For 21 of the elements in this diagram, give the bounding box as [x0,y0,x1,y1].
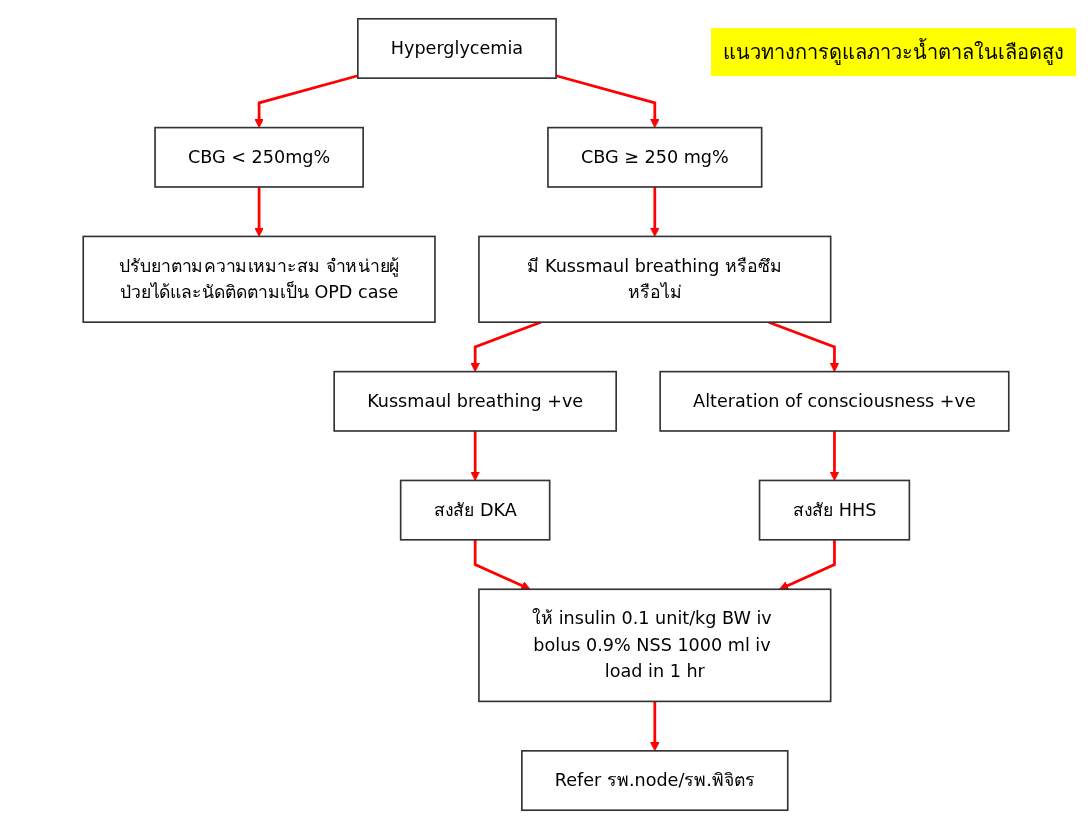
node-box: ให้ insulin 0.1 unit/kg BW iv bolus 0.9% NSS 1000 ml iv load in 1 hr [478,588,832,703]
arrow [254,74,359,129]
node-box: Hyperglycemia [357,17,557,79]
node-box: สงสัย DKA [399,479,551,541]
node-box: มี Kussmaul breathing หรือซึมหรือไม่ [478,235,832,323]
node-box: Refer รพ.node/รพ.พิจิตร [521,750,789,812]
node-box: CBG < 250mg% [154,126,364,188]
node-box: ปรับยาตามความเหมาะสม จำหน่ายผู้ป่วยได้และนัดติดตามเป็น OPD case [82,235,436,323]
arrow [649,701,660,752]
arrow [649,186,660,237]
arrow [254,186,264,237]
node-box: สงสัย HHS [758,479,911,541]
title-banner: แนวทางการดูแลภาวะน้ำตาลในเลือดสูง [711,28,1076,76]
arrow [779,539,836,591]
node-box: CBG ≥ 250 mg% [547,126,763,188]
arrow [473,539,531,591]
node-box: Kussmaul breathing +ve [333,370,617,432]
node-box: Alteration of consciousness +ve [659,370,1010,432]
arrow [470,431,480,481]
arrow [829,431,840,481]
arrow [555,74,660,129]
